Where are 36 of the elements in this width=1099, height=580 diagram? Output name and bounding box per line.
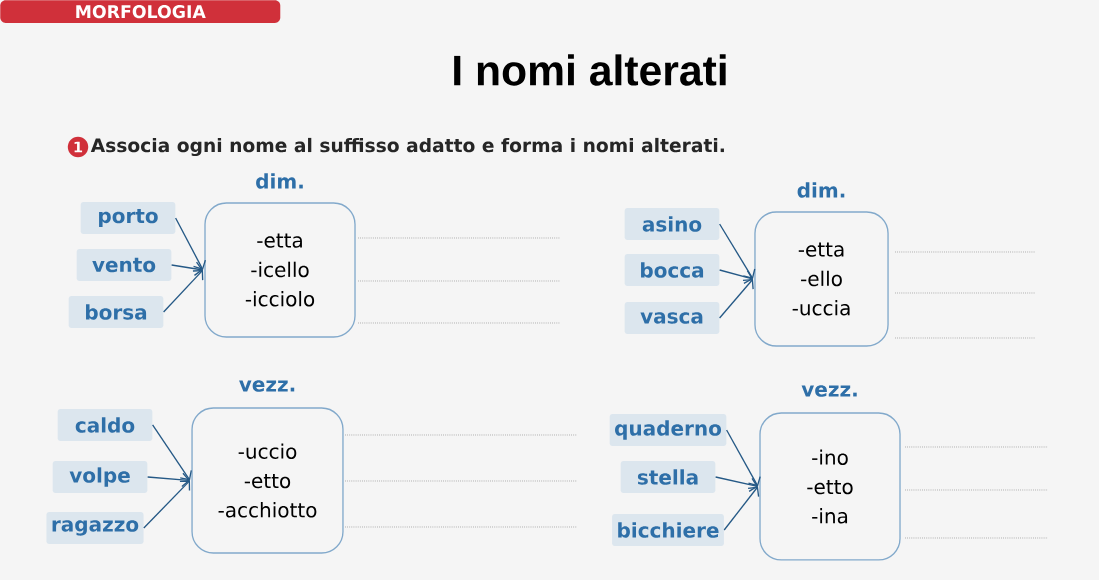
connector-arrow <box>718 279 754 319</box>
word-box: borsa <box>68 296 164 328</box>
suffix-box: -etta -ello -uccia <box>754 211 889 347</box>
category-label: vezz. <box>239 380 295 392</box>
connector-arrow <box>723 486 760 531</box>
connector-arrow <box>725 429 761 487</box>
title: I nomi alterati <box>454 54 726 86</box>
category-label: dim. <box>797 182 845 198</box>
word-box: porto <box>80 202 176 234</box>
word-box: ragazzo <box>46 512 144 544</box>
section-tab: MORFOLOGIA <box>0 0 281 23</box>
instruction: Associa ogni nome al suffisso adatto e forma i nomi alterati. <box>90 137 724 157</box>
word-box: vento <box>76 249 172 281</box>
connector-arrow <box>151 424 192 481</box>
connector-arrow <box>170 261 203 277</box>
word-box: caldo <box>57 409 153 441</box>
word-box: vasca <box>624 302 720 334</box>
word-box: volpe <box>52 461 148 493</box>
exercise-number: 1 <box>67 136 89 158</box>
connector-arrow <box>162 270 204 313</box>
word-box: bicchiere <box>612 514 724 546</box>
word-box: bocca <box>624 254 720 286</box>
suffix-box: -ino -etto -ina <box>759 412 901 561</box>
connector-arrow <box>718 269 753 285</box>
word-box: stella <box>620 461 716 493</box>
connector-arrow <box>146 472 190 488</box>
word-box: asino <box>624 208 720 240</box>
word-box: quaderno <box>609 414 727 446</box>
suffix-box: -etta -icello -icciolo <box>204 202 356 338</box>
category-label: vezz. <box>801 385 857 397</box>
category-label: dim. <box>256 173 303 189</box>
connector-arrow <box>714 476 758 492</box>
suffix-box: -uccio -etto -acchiotto <box>191 407 344 554</box>
connector-arrow <box>174 217 207 270</box>
connector-arrow <box>143 480 191 529</box>
connector-arrow <box>718 223 756 279</box>
